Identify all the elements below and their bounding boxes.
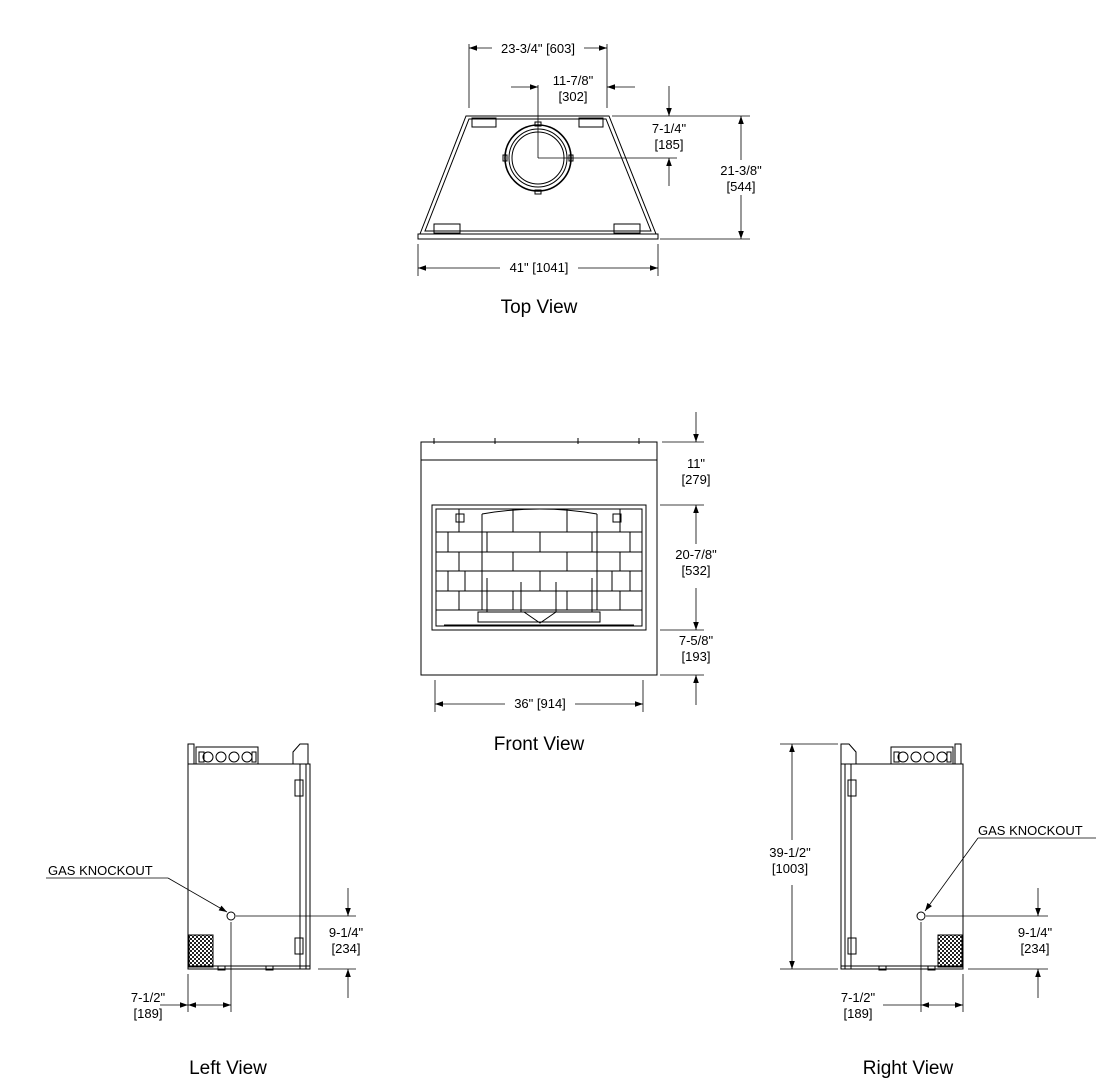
firebrick-pattern — [436, 508, 642, 611]
right-gas-offset-line2: [189] — [844, 1006, 873, 1021]
front-width-dim: 36" [914] — [514, 696, 566, 711]
right-gas-offset-line1: 7-1/2" — [841, 990, 876, 1005]
top-bottom-width-dim: 41" [1041] — [510, 260, 569, 275]
front-top-cap — [420, 441, 658, 461]
left-gas-offset-line2: [189] — [134, 1006, 163, 1021]
top-center-dim-line2: [302] — [559, 89, 588, 104]
front-opening-dim-line2: [532] — [682, 563, 711, 578]
top-flue-dim-line2: [185] — [655, 137, 684, 152]
front-view: 11" [279] 20-7/8" [532] 7-5/8" [193] 36"… — [420, 412, 717, 755]
left-gas-offset-line1: 7-1/2" — [131, 990, 166, 1005]
firebox-opening — [431, 504, 647, 631]
right-gas-height-line2: [234] — [1021, 941, 1050, 956]
left-body — [187, 763, 311, 970]
top-view-caption: Top View — [501, 297, 578, 318]
top-depth-dim-line2: [544] — [727, 179, 756, 194]
right-view: 39-1/2" [1003] GAS KNOCKOUT 9-1/4" [234]… — [769, 743, 1096, 1079]
right-height-line2: [1003] — [772, 861, 808, 876]
right-height-line1: 39-1/2" — [769, 845, 811, 860]
left-gas-height-line2: [234] — [332, 941, 361, 956]
front-view-caption: Front View — [494, 734, 585, 755]
left-gas-label: GAS KNOCKOUT — [48, 863, 153, 878]
left-vent-grille — [188, 934, 214, 968]
right-gas-label: GAS KNOCKOUT — [978, 823, 1083, 838]
right-gas-knockout — [916, 911, 926, 921]
top-depth-dim-line1: 21-3/8" — [720, 163, 762, 178]
left-gas-height-line1: 9-1/4" — [329, 925, 364, 940]
top-view: 23-3/4" [603] 11-7/8" [302] 7-1/4" [185]… — [417, 41, 762, 318]
top-flue-dim-line1: 7-1/4" — [652, 121, 687, 136]
front-bottom-dim-line1: 7-5/8" — [679, 633, 714, 648]
top-center-dim-line1: 11-7/8" — [553, 73, 594, 88]
right-body — [840, 763, 964, 970]
front-opening-dim-line1: 20-7/8" — [675, 547, 717, 562]
left-view: GAS KNOCKOUT 9-1/4" [234] 7-1/2" [189] L… — [46, 743, 364, 1079]
top-view-front-lip — [417, 233, 659, 240]
right-view-caption: Right View — [863, 1058, 954, 1079]
right-vent-grille — [937, 934, 963, 968]
front-bottom-dim-line2: [193] — [682, 649, 711, 664]
front-body — [420, 459, 658, 676]
left-gas-knockout — [226, 911, 236, 921]
front-top-dim-line2: [279] — [682, 472, 711, 487]
log-grate — [444, 578, 634, 626]
top-width-dim: 23-3/4" [603] — [501, 41, 575, 56]
right-gas-height-line1: 9-1/4" — [1018, 925, 1053, 940]
front-top-dim-line1: 11" — [687, 456, 705, 471]
left-view-caption: Left View — [189, 1058, 267, 1079]
